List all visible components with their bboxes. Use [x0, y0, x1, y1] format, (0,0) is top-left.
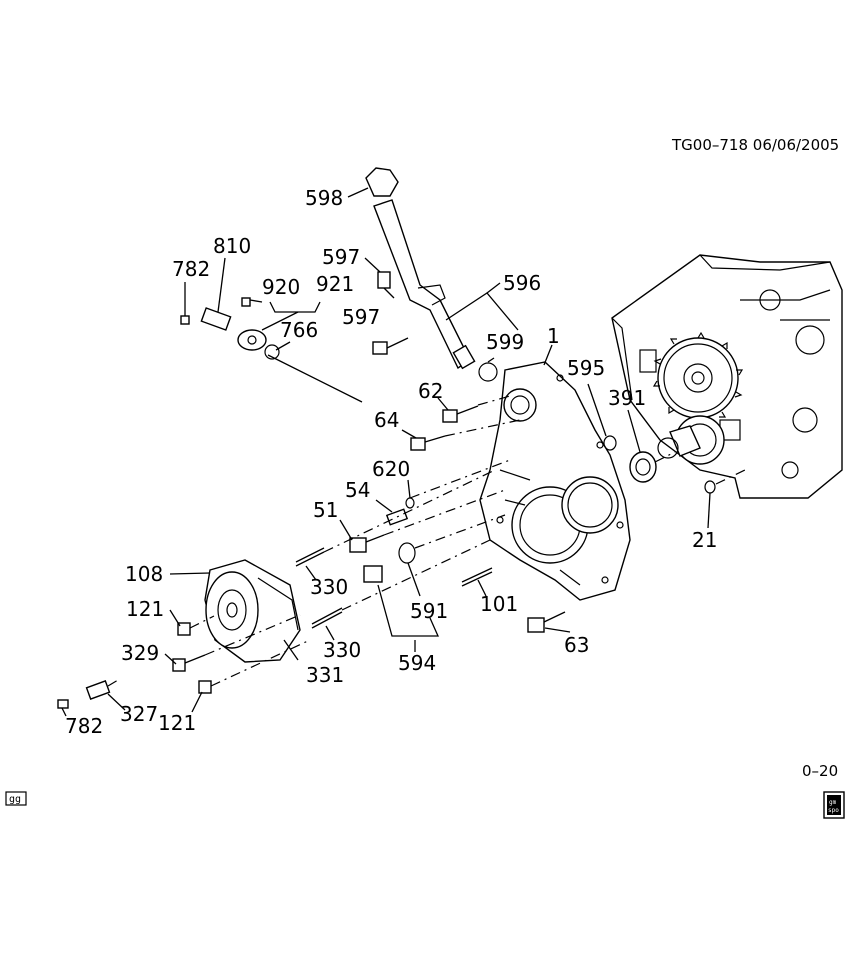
callout-121: 121 [126, 597, 164, 621]
front-cover-illustration [479, 361, 631, 601]
dipstick-tube-illustration [365, 167, 476, 370]
callout-591: 591 [410, 599, 448, 623]
callout-331: 331 [306, 663, 344, 687]
diagram-id-date: TG00–718 06/06/2005 [671, 136, 839, 154]
callout-597: 597 [322, 245, 360, 269]
callout-599: 599 [486, 330, 524, 354]
sensor-illustration [200, 307, 280, 360]
callout-330: 330 [323, 638, 361, 662]
callout-21: 21 [692, 528, 717, 552]
callout-782: 782 [65, 714, 103, 738]
callout-330: 330 [310, 575, 348, 599]
engine-block-illustration [611, 254, 843, 499]
callout-598: 598 [305, 186, 343, 210]
callout-51: 51 [313, 498, 338, 522]
corner-badge-left: gg [5, 791, 27, 806]
leader-lines [61, 187, 711, 717]
callout-594: 594 [398, 651, 436, 675]
svg-text:spo: spo [828, 807, 839, 814]
svg-text:gm: gm [829, 799, 837, 806]
corner-badge-left-text: gg [9, 794, 21, 805]
callout-920: 920 [262, 275, 300, 299]
page-reference: 0–20 [802, 762, 838, 780]
callout-108: 108 [125, 562, 163, 586]
callout-1: 1 [547, 324, 560, 348]
callout-329: 329 [121, 641, 159, 665]
callout-64: 64 [374, 408, 399, 432]
callout-620: 620 [372, 457, 410, 481]
callout-595: 595 [567, 356, 605, 380]
gm-spo-logo: gm spo [823, 791, 845, 819]
water-pump-illustration [204, 559, 301, 663]
alignment-centerlines [107, 395, 746, 687]
callout-596: 596 [503, 271, 541, 295]
callout-810: 810 [213, 234, 251, 258]
callout-62: 62 [418, 379, 443, 403]
callout-121: 121 [158, 711, 196, 735]
callout-63: 63 [564, 633, 589, 657]
callout-391: 391 [608, 386, 646, 410]
callout-54: 54 [345, 478, 370, 502]
callout-766: 766 [280, 318, 318, 342]
callout-921: 921 [316, 272, 354, 296]
callout-327: 327 [120, 702, 158, 726]
callout-101: 101 [480, 592, 518, 616]
callout-597: 597 [342, 305, 380, 329]
callout-782: 782 [172, 257, 210, 281]
fasteners-illustration [57, 271, 716, 709]
